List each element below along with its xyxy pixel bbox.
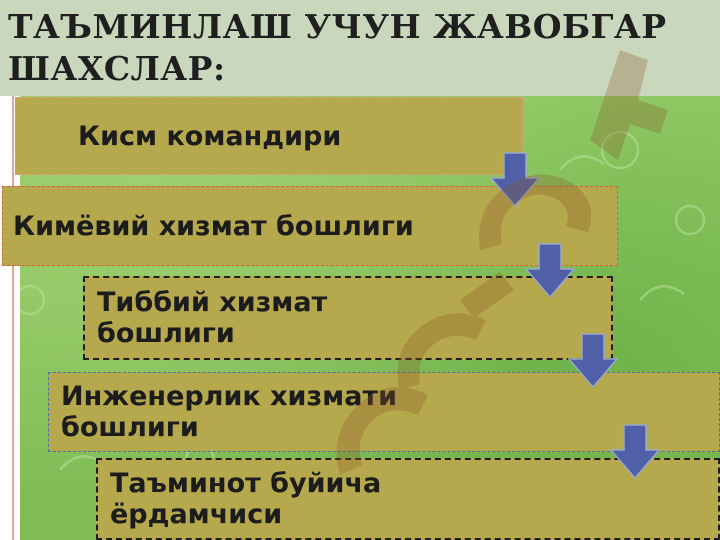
box-supply-assistant: Таъминот буйича ёрдамчиси [96,458,720,540]
down-arrow-icon [610,424,660,480]
box-chemical-service-chief: Кимёвий хизмат бошлиги [2,186,618,266]
down-arrow-icon [490,152,540,208]
title-band [0,0,720,96]
box-unit-commander: Кисм командири [15,97,523,175]
box-label: Инженерлик хизмати бошлиги [61,381,398,443]
box-label: Кимёвий хизмат бошлиги [13,210,414,242]
left-margin-line [12,96,14,540]
down-arrow-icon [525,243,575,299]
box-medical-service-chief: Тиббий хизмат бошлиги [83,276,613,360]
box-label: Таъминот буйича ёрдамчиси [110,468,382,530]
down-arrow-icon [568,333,618,389]
box-label: Кисм командири [78,120,342,152]
slide-title: ТАЪМИНЛАШ УЧУН ЖАВОБГАР ШАХСЛАР: [8,7,667,88]
box-engineering-service-chief: Инженерлик хизмати бошлиги [48,372,720,452]
box-label: Тиббий хизмат бошлиги [97,287,328,349]
